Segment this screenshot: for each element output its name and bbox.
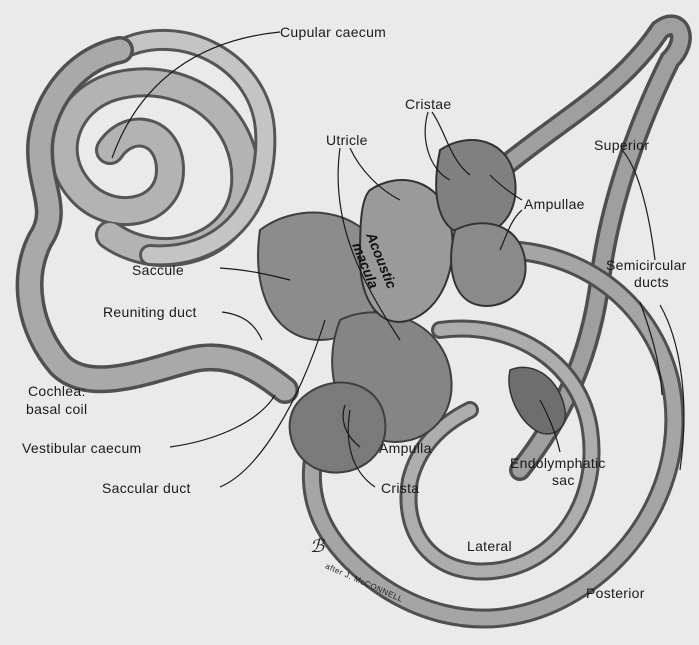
cochlea	[30, 40, 285, 390]
label-posterior: Posterior	[586, 585, 645, 601]
label-semicircular: Semicircular	[606, 257, 687, 273]
label-reuniting-duct: Reuniting duct	[103, 304, 197, 320]
label-cristae: Cristae	[405, 96, 451, 112]
vestibule	[258, 140, 565, 473]
label-endolymphatic-line1: Endolymphatic	[510, 455, 606, 471]
label-cupular-caecum: Cupular caecum	[280, 24, 386, 40]
label-saccule: Saccule	[132, 262, 184, 278]
label-ampullae: Ampullae	[524, 196, 585, 212]
label-utricle: Utricle	[326, 132, 368, 148]
label-superior: Superior	[594, 137, 649, 153]
label-crista: Crista	[381, 480, 419, 496]
label-saccular-duct: Saccular duct	[102, 480, 191, 496]
label-ampulla: Ampulla	[379, 440, 432, 456]
label-vestibular-caecum: Vestibular caecum	[22, 440, 142, 456]
label-cochlea-line2: basal coil	[26, 401, 87, 417]
artist-monogram: ℬ	[310, 536, 326, 556]
svg-text:ℬ: ℬ	[310, 536, 326, 556]
label-ducts: ducts	[634, 274, 669, 290]
label-endolymphatic-line2: sac	[552, 472, 575, 488]
label-cochlea-line1: Cochlea:	[28, 383, 86, 399]
label-lateral: Lateral	[467, 538, 512, 554]
